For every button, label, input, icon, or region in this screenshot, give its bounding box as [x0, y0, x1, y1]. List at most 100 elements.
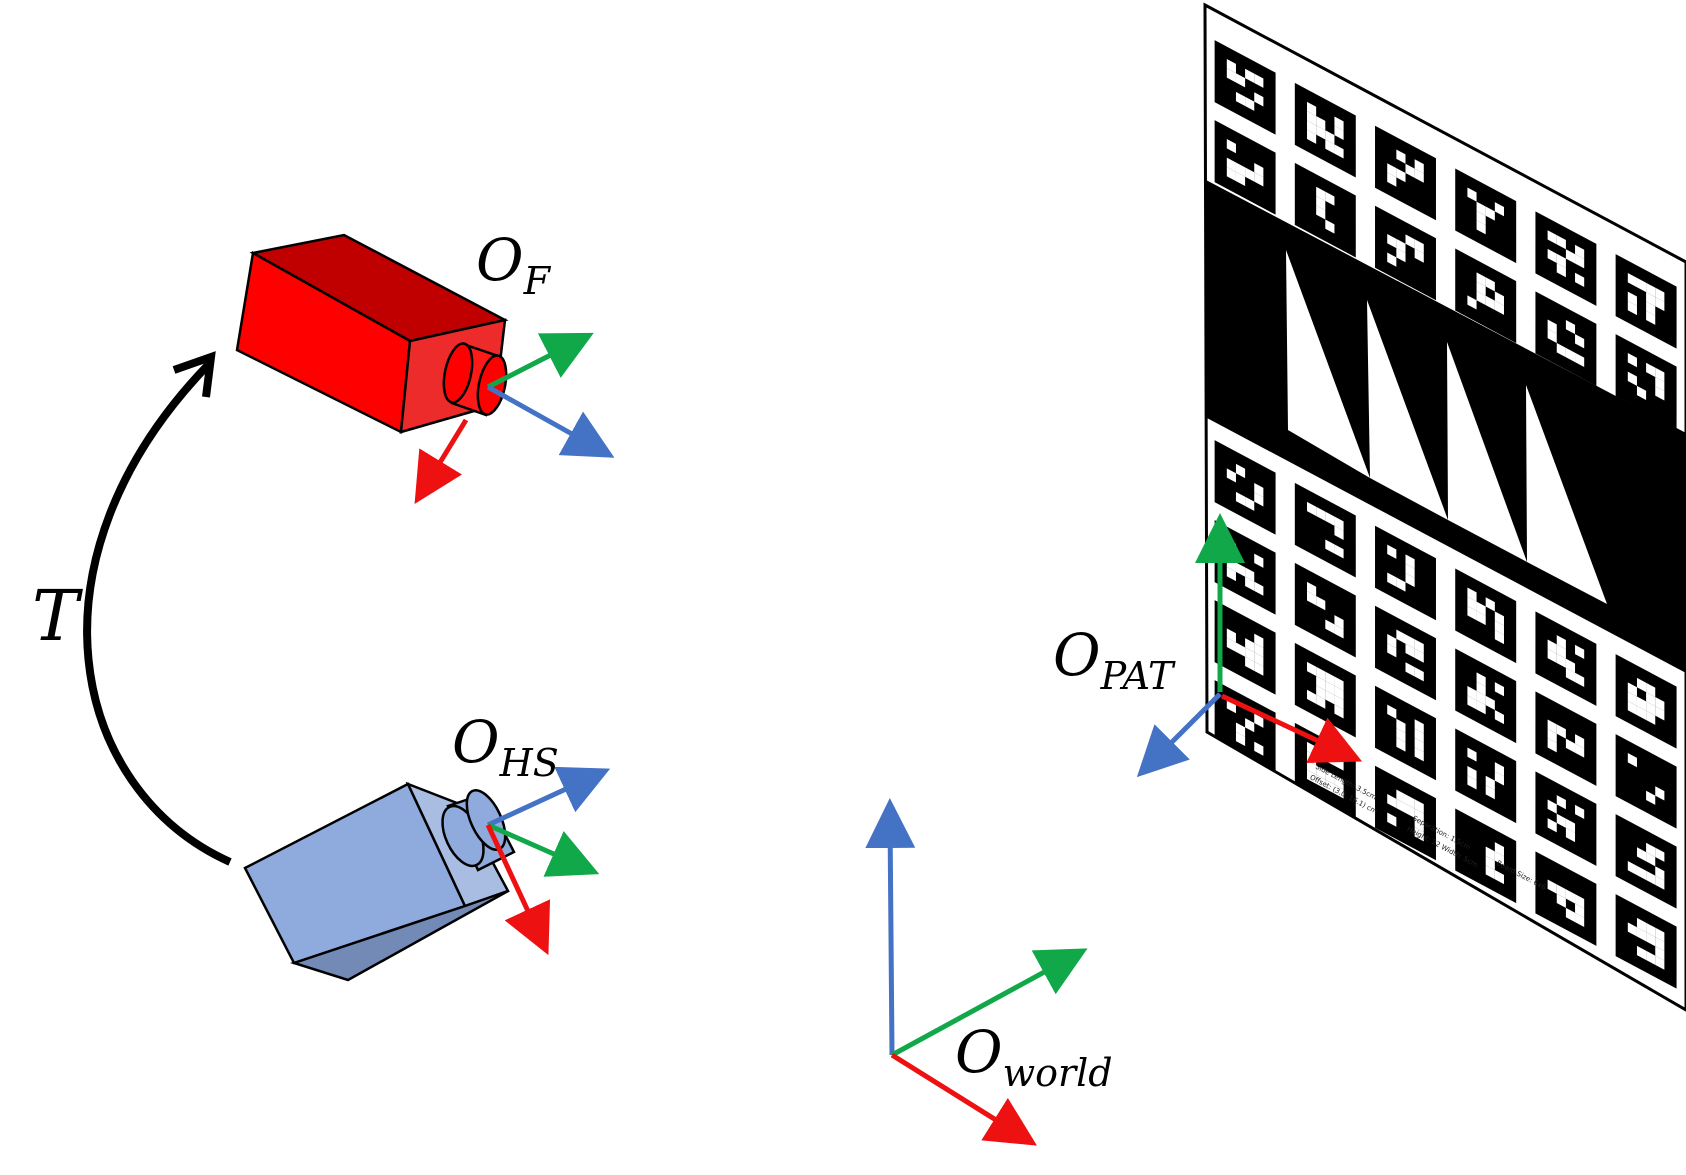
aruco-marker-bit [1414, 248, 1424, 263]
camera-f-x-axis [414, 418, 469, 505]
aruco-marker-bit [1387, 572, 1397, 587]
aruco-marker-bit [1405, 573, 1415, 588]
aruco-marker-bit [1646, 870, 1656, 885]
aruco-marker [1535, 691, 1597, 786]
aruco-marker-bit [1405, 662, 1415, 677]
aruco-marker-bit [1476, 681, 1486, 696]
aruco-marker-bit [1307, 129, 1317, 144]
aruco-marker-bit [1636, 865, 1647, 880]
aruco-marker-bit [1387, 544, 1397, 559]
aruco-marker-bit [1226, 139, 1236, 154]
aruco-marker-bit [1254, 172, 1264, 187]
aruco-marker-bit [1556, 653, 1566, 668]
aruco-marker-bit [1494, 202, 1504, 217]
aruco-marker-bit [1627, 753, 1637, 768]
aruco-marker-bit [1307, 101, 1317, 117]
aruco-marker-bit [1627, 860, 1637, 876]
aruco-marker-bit [1655, 955, 1665, 970]
aruco-marker-bit [1627, 371, 1637, 386]
aruco-marker-bit [1387, 252, 1397, 267]
aruco-marker-bit [1414, 719, 1424, 734]
aruco-marker-bit [1414, 747, 1424, 762]
aruco-marker-bit [1405, 554, 1415, 569]
aruco-marker-bit [1556, 235, 1566, 250]
aruco-marker-bit [1387, 704, 1397, 719]
aruco-marker-bit [1316, 125, 1326, 140]
aruco-marker-bit [1316, 666, 1326, 681]
aruco-marker-bit [1245, 567, 1255, 582]
aruco-marker-bit [1245, 638, 1255, 653]
aruco-marker-bit [1646, 710, 1656, 725]
aruco-marker-bit [1467, 775, 1477, 790]
aruco-marker-bit [1575, 644, 1585, 660]
aruco-marker-bit [1565, 889, 1576, 904]
aruco-marker-bit [1636, 945, 1647, 960]
aruco-marker-bit [1396, 238, 1406, 253]
frame-pat-label: OPAT [1053, 621, 1176, 698]
aruco-marker-bit [1414, 808, 1424, 823]
aruco-marker-bit [1316, 774, 1326, 789]
camera-hs-y-axis [486, 822, 600, 877]
aruco-marker-bit [1235, 722, 1246, 737]
aruco-marker-bit [1494, 771, 1504, 786]
aruco-marker-bit [1254, 633, 1264, 648]
aruco-marker-bit [1556, 253, 1566, 268]
aruco-marker-bit [1334, 775, 1344, 790]
aruco-marker-bit [1655, 706, 1665, 721]
aruco-marker-bit [1467, 766, 1477, 781]
camera-hs-bottom [289, 889, 509, 982]
aruco-marker-bit [1405, 563, 1415, 578]
aruco-marker-bit [1467, 587, 1477, 602]
aruco-marker-bit [1226, 699, 1236, 714]
aruco-marker-bit [1316, 596, 1326, 611]
aruco-marker-bit [1254, 713, 1264, 728]
aruco-marker-bit [1646, 292, 1656, 307]
aruco-marker-bit [1396, 248, 1406, 263]
aruco-marker-bit [1655, 866, 1665, 881]
aruco-marker-bit [1334, 685, 1344, 700]
aruco-marker-bit [1485, 206, 1495, 221]
aruco-marker-bit [1547, 328, 1557, 344]
aruco-marker-bit [1226, 166, 1236, 182]
aruco-marker-bit [1334, 695, 1344, 710]
aruco-marker-bit [1325, 130, 1335, 145]
aruco-marker-bit [1316, 765, 1326, 780]
aruco-marker-bit [1396, 168, 1406, 183]
aruco-marker-bit [1334, 144, 1344, 159]
aruco-marker-bit [1316, 676, 1326, 691]
aruco-marker-bit [1325, 770, 1335, 785]
aruco-marker-bit [1547, 738, 1557, 753]
world-z-axis [865, 798, 916, 1056]
aruco-marker-bit [1396, 718, 1406, 733]
transform-label: T [32, 575, 83, 657]
aruco-marker [1214, 440, 1276, 535]
aruco-marker-bit [1627, 353, 1637, 368]
aruco-marker-bit [1646, 842, 1656, 857]
aruco-marker-bit [1494, 620, 1504, 635]
aruco-marker-bit [1655, 367, 1665, 382]
aruco-marker-bit [1575, 894, 1585, 909]
aruco-marker-bit [1646, 310, 1656, 325]
aruco-marker-bit [1476, 601, 1486, 616]
aruco-marker-bit [1565, 907, 1576, 923]
aruco-marker-bit [1396, 728, 1406, 743]
aruco-marker-bit [1414, 667, 1424, 682]
aruco-marker-bit [1485, 695, 1495, 710]
aruco-marker-bit [1307, 501, 1317, 517]
aruco-marker-bit [1547, 799, 1557, 814]
aruco-marker-bit [1547, 648, 1557, 664]
aruco-marker-bit [1565, 738, 1576, 753]
aruco-marker-bit [1334, 676, 1344, 691]
aruco-marker-bit [1325, 680, 1335, 696]
aruco-marker-bit [1494, 842, 1504, 857]
camera-f [235, 233, 509, 434]
aruco-marker-bit [1405, 803, 1415, 818]
aruco-marker-bit [1646, 682, 1656, 697]
aruco-marker-bit [1254, 581, 1264, 596]
aruco-marker-bit [1494, 869, 1504, 885]
aruco-marker-bit [1655, 376, 1665, 392]
aruco-marker-bit [1646, 932, 1656, 947]
aruco-marker-bit [1636, 677, 1647, 693]
aruco-marker-bit [1655, 386, 1665, 401]
aruco-marker-bit [1627, 291, 1637, 306]
